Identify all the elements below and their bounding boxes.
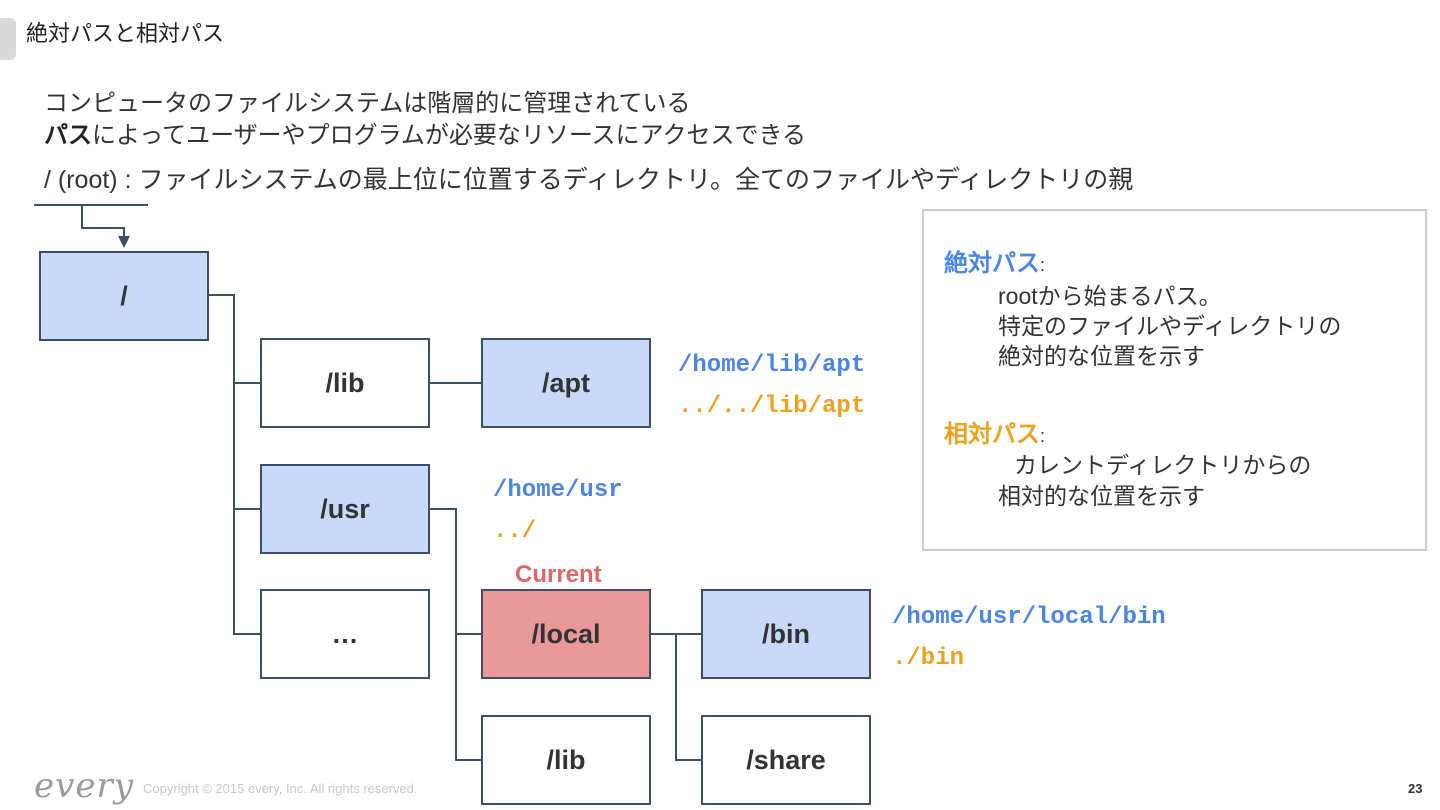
absolute-path-title: 絶対パス xyxy=(944,250,1040,277)
usr-relative-path: ../ xyxy=(493,518,537,545)
intro-line-2-text: によってユーザーやプログラムが必要なリソースにアクセスできる xyxy=(92,122,806,149)
node-local-current: /local xyxy=(481,589,651,679)
bin-relative-path: ./bin xyxy=(892,645,965,672)
local-to-share-line xyxy=(675,634,701,761)
node-usr-lib: /lib xyxy=(481,715,651,805)
absolute-path-heading: 絶対パス: xyxy=(944,243,1045,278)
root-arrowhead xyxy=(118,236,130,248)
relative-desc-line-2: 相対的な位置を示す xyxy=(998,483,1205,509)
root-trunk-line xyxy=(208,294,260,635)
copyright-text: Copyright © 2015 every, Inc. All rights … xyxy=(143,781,418,796)
absolute-path-colon: : xyxy=(1040,255,1046,275)
absolute-desc-line-3: 絶対的な位置を示す xyxy=(998,343,1205,369)
node-ellipsis: … xyxy=(260,589,430,679)
node-bin: /bin xyxy=(701,589,871,679)
bin-absolute-path: /home/usr/local/bin xyxy=(892,604,1166,631)
node-lib: /lib xyxy=(260,338,430,428)
absolute-desc-line-1: rootから始まるパス。 xyxy=(998,283,1222,309)
every-logo: every xyxy=(34,766,134,806)
relative-path-heading: 相対パス: xyxy=(944,414,1045,449)
node-root: / xyxy=(39,251,209,341)
node-usr: /usr xyxy=(260,464,430,554)
relative-desc-line-1: カレントディレクトリからの xyxy=(1014,452,1312,478)
slide-tab-marker xyxy=(0,18,16,60)
intro-path-keyword: パス xyxy=(44,122,92,149)
intro-line-2: パスによってユーザーやプログラムが必要なリソースにアクセスできる xyxy=(44,115,806,150)
node-apt: /apt xyxy=(481,338,651,428)
definition-box xyxy=(922,209,1427,551)
node-share: /share xyxy=(701,715,871,805)
intro-line-1: コンピュータのファイルシステムは階層的に管理されている xyxy=(44,90,691,117)
current-label: Current xyxy=(515,561,602,588)
root-definition: / (root) : ファイルシステムの最上位に位置するディレクトリ。全てのファ… xyxy=(44,166,1134,194)
usr-absolute-path: /home/usr xyxy=(493,477,623,504)
slide-title: 絶対パスと相対パス xyxy=(26,21,225,46)
root-arrow-line xyxy=(81,205,125,240)
page-number: 23 xyxy=(1408,781,1423,796)
apt-relative-path: ../../lib/apt xyxy=(678,393,866,420)
relative-path-colon: : xyxy=(1040,426,1046,446)
absolute-desc-line-2: 特定のファイルやディレクトリの xyxy=(998,313,1342,339)
apt-absolute-path: /home/lib/apt xyxy=(678,352,866,379)
relative-path-title: 相対パス xyxy=(944,421,1040,448)
